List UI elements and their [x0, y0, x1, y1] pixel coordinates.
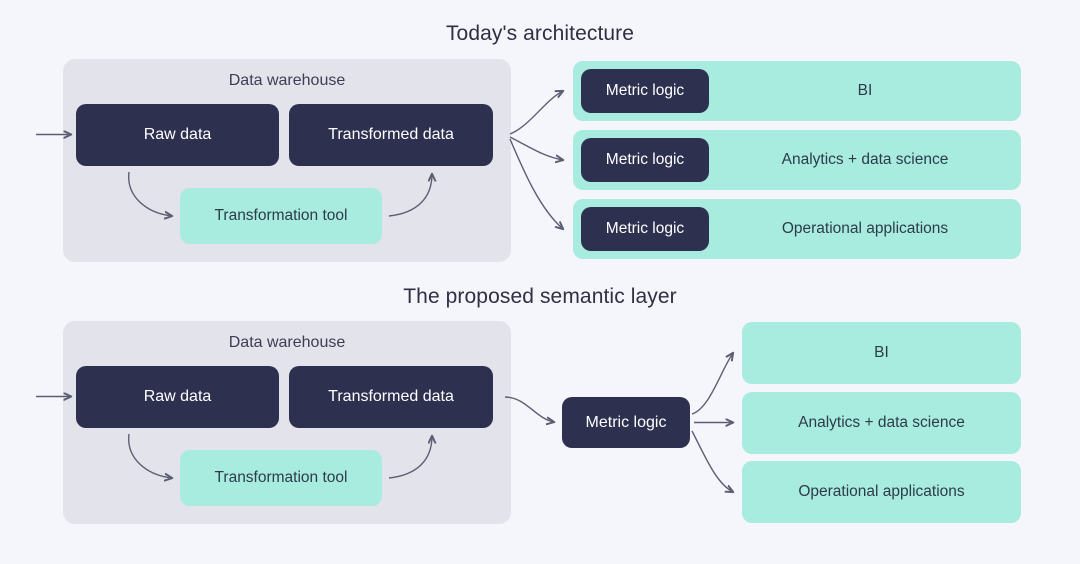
transformed-data-box-top[interactable]: Transformed data	[289, 104, 493, 166]
consumer-label-analytics-top: Analytics + data science	[781, 151, 949, 168]
consumer-label-bi-top: BI	[857, 82, 873, 99]
metric-logic-box-shared[interactable]: Metric logic	[562, 397, 690, 448]
transformation-tool-box-bottom[interactable]: Transformation tool	[180, 450, 382, 506]
consumer-bar-operational-bottom[interactable]: Operational applications	[742, 461, 1021, 523]
page-title-today: Today's architecture	[445, 22, 635, 45]
arrow-fanout-bi-top	[509, 91, 563, 135]
consumer-bar-analytics-bottom[interactable]: Analytics + data science	[742, 392, 1021, 454]
consumer-bar-analytics-top[interactable]: Metric logic Analytics + data science	[573, 130, 1021, 190]
consumer-label-analytics-bottom: Analytics + data science	[798, 414, 965, 431]
warehouse-label-top: Data warehouse	[228, 72, 346, 89]
page-title-proposed: The proposed semantic layer	[403, 285, 677, 308]
consumer-label-operational-bottom: Operational applications	[798, 483, 965, 500]
transformed-data-box-bottom[interactable]: Transformed data	[289, 366, 493, 428]
transformation-tool-box-top[interactable]: Transformation tool	[180, 188, 382, 244]
warehouse-label-bottom: Data warehouse	[228, 334, 346, 351]
arrow-metric-to-operational	[691, 430, 733, 492]
consumer-bar-bi-bottom[interactable]: BI	[742, 322, 1021, 384]
metric-logic-chip-operational[interactable]: Metric logic	[581, 207, 709, 251]
raw-data-box-top[interactable]: Raw data	[76, 104, 279, 166]
consumer-label-operational-top: Operational applications	[781, 220, 949, 237]
consumer-bar-bi-top[interactable]: Metric logic BI	[573, 61, 1021, 121]
arrow-warehouse-to-metric	[504, 396, 554, 422]
arrow-fanout-analytics-top	[509, 136, 563, 160]
consumer-label-bi-bottom: BI	[874, 344, 889, 361]
arrow-fanout-operational-top	[509, 138, 563, 229]
arrow-metric-to-bi	[691, 353, 733, 415]
metric-logic-chip-analytics[interactable]: Metric logic	[581, 138, 709, 182]
consumer-bar-operational-top[interactable]: Metric logic Operational applications	[573, 199, 1021, 259]
metric-logic-chip-bi[interactable]: Metric logic	[581, 69, 709, 113]
raw-data-box-bottom[interactable]: Raw data	[76, 366, 279, 428]
